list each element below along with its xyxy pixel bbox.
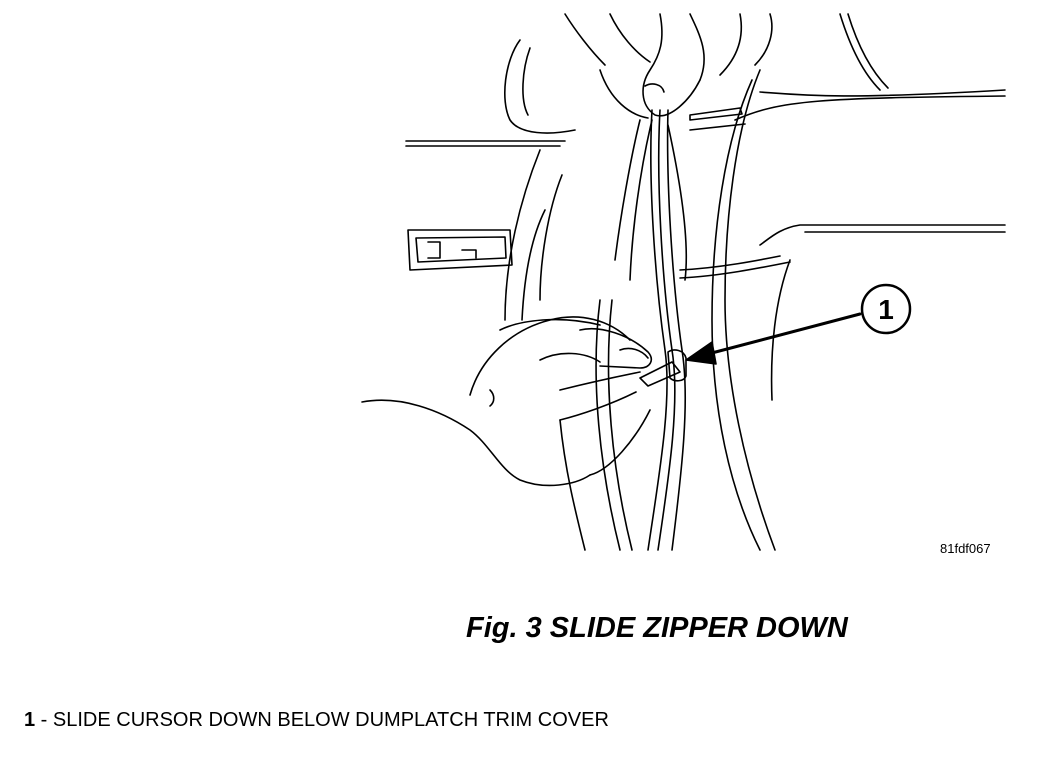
legend-item-separator: -	[35, 709, 53, 731]
zipper-track	[647, 109, 687, 551]
zipper-cursor-icon	[639, 349, 687, 387]
hand-sliding-zipper-icon	[361, 316, 652, 487]
legend: 1 - SLIDE CURSOR DOWN BELOW DUMPLATCH TR…	[24, 709, 609, 732]
drawing-id: 81fdf067	[940, 541, 991, 556]
legend-item-text: SLIDE CURSOR DOWN BELOW DUMPLATCH TRIM C…	[52, 709, 609, 731]
seat-trim-background	[405, 13, 1006, 551]
figure-caption: Fig. 3 SLIDE ZIPPER DOWN	[466, 612, 848, 644]
callout-number: 1	[878, 294, 894, 325]
hand-pulling-trim-icon	[504, 13, 773, 281]
legend-item-number: 1	[24, 709, 36, 731]
zipper-illustration: 1	[361, 13, 1006, 551]
callout-arrow-icon	[685, 283, 912, 365]
